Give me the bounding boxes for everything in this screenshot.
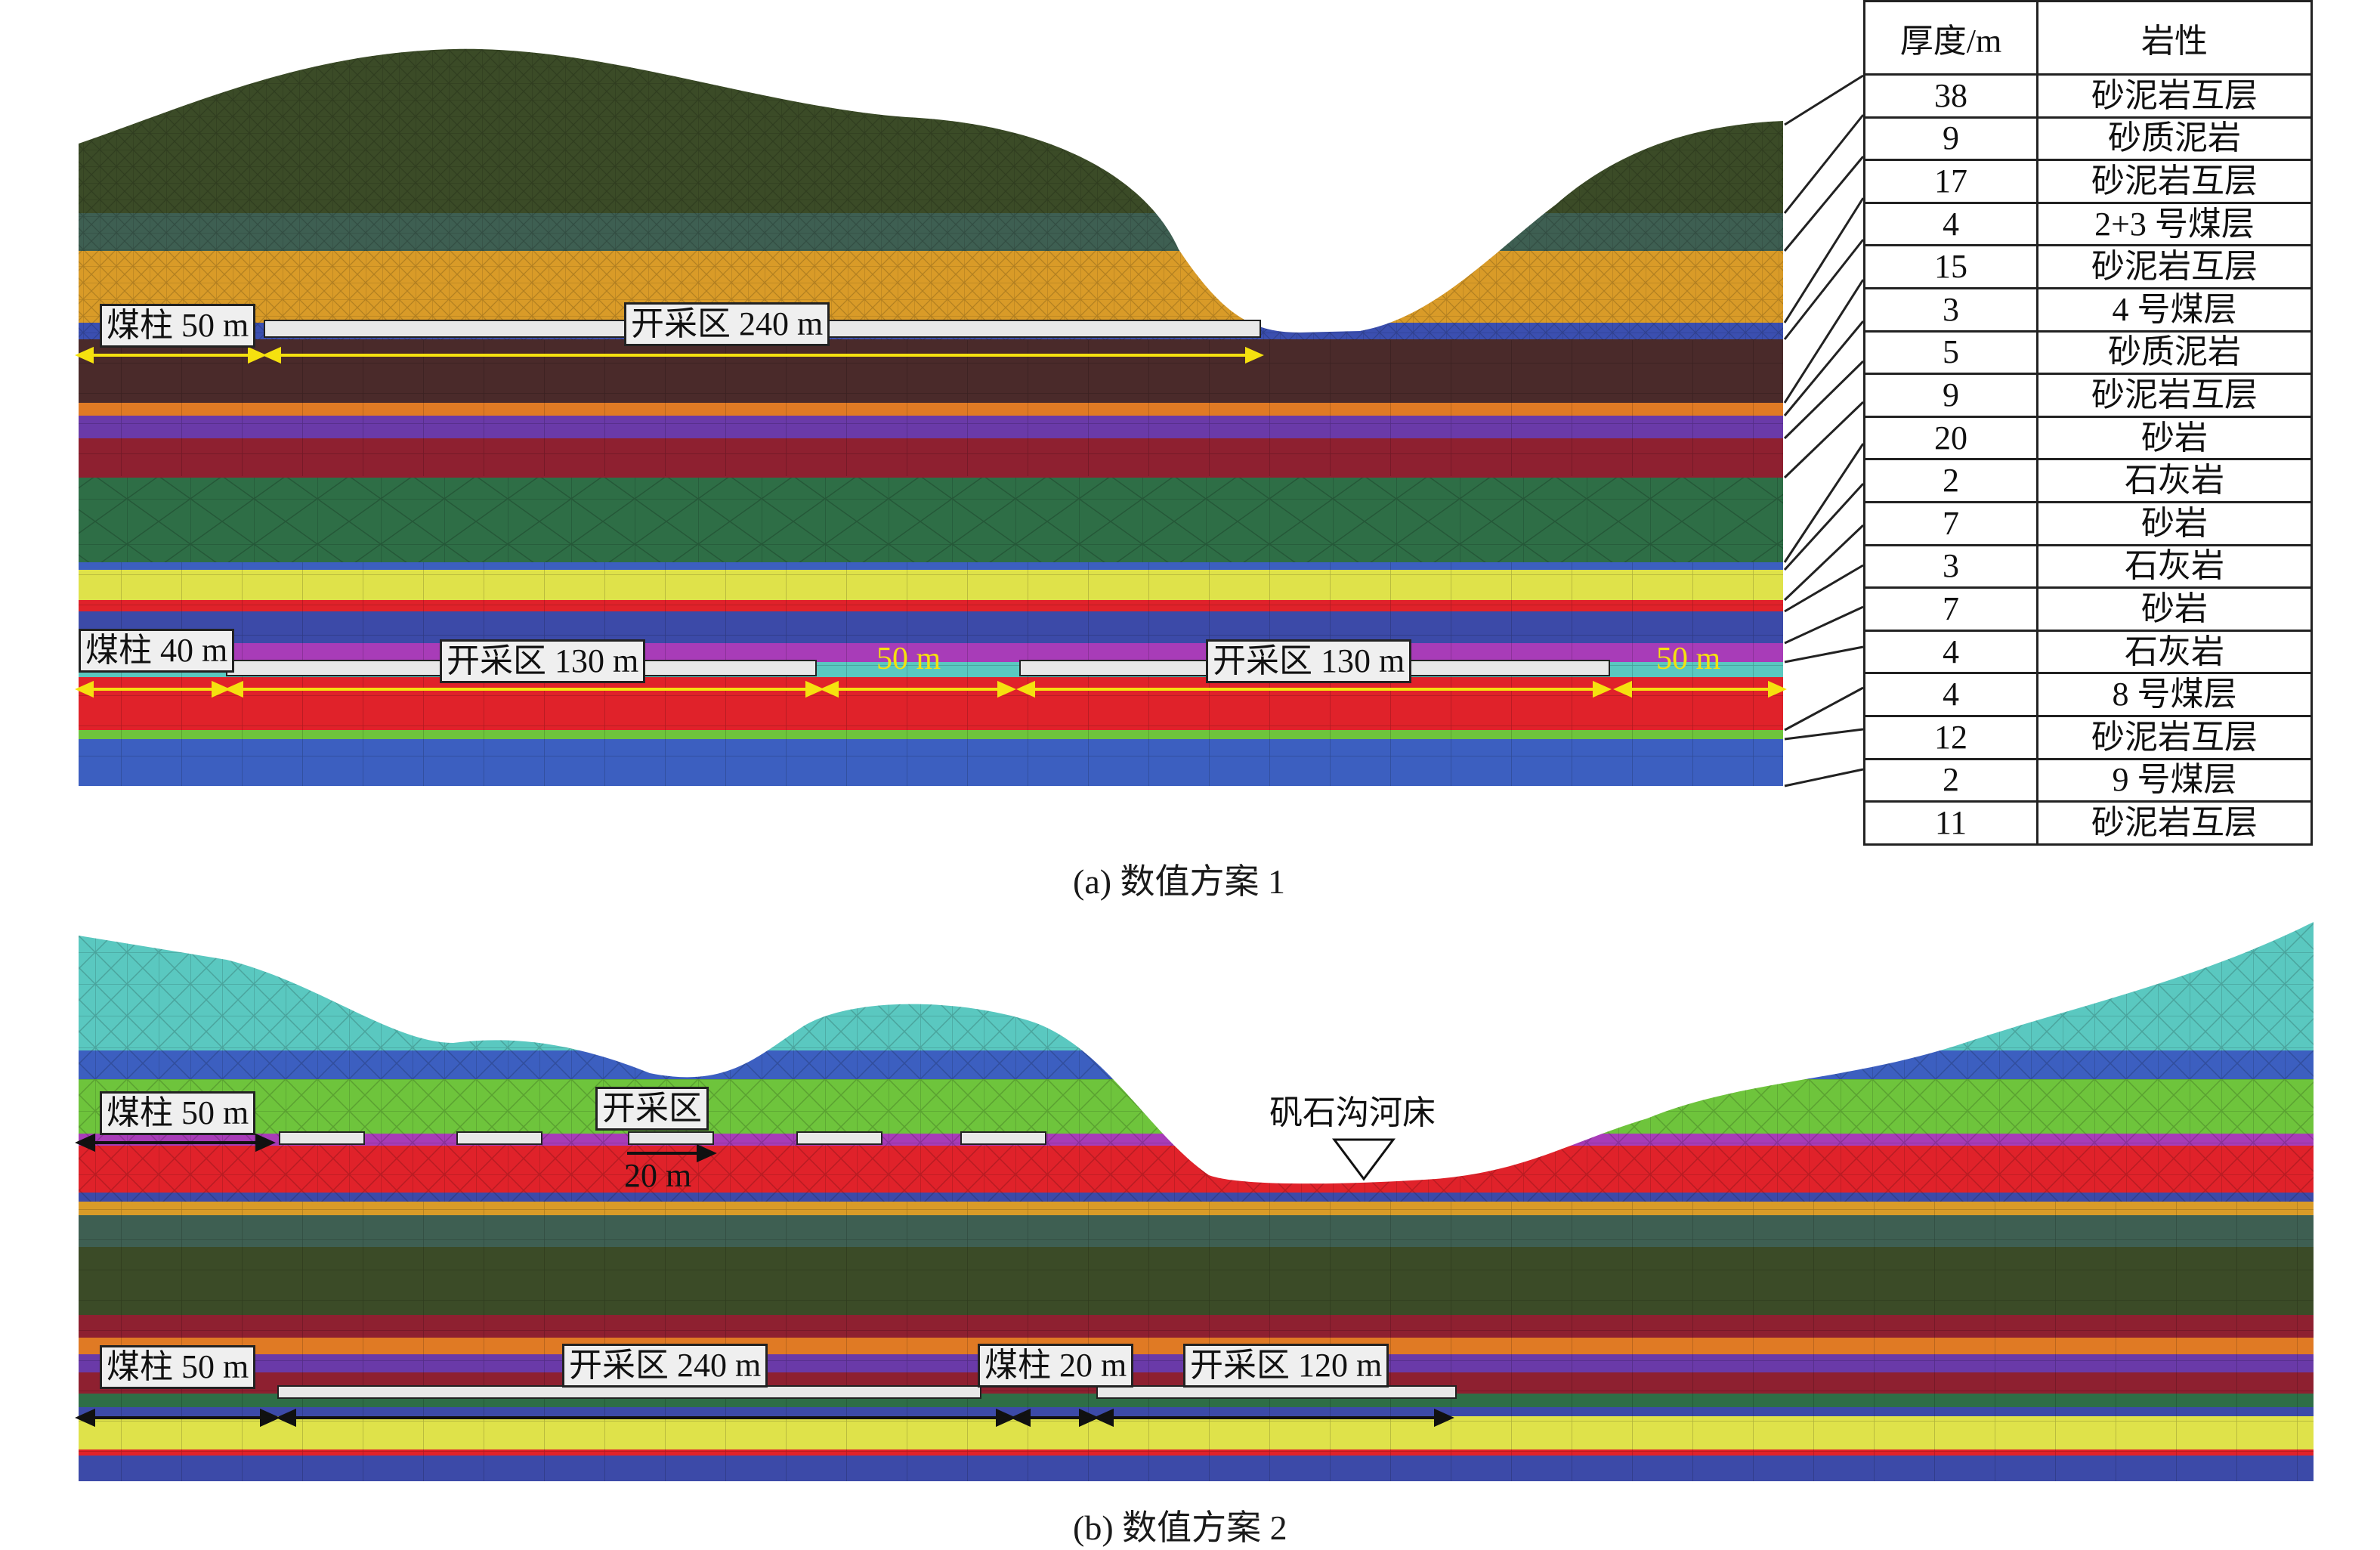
b-label-mining-1: 开采区 240 m xyxy=(562,1344,768,1388)
b-gob-top xyxy=(279,1131,1046,1145)
a-label-mining-2: 开采区 130 m xyxy=(1206,639,1412,683)
thickness-cell: 17 xyxy=(1863,159,2038,204)
a-label-pillar-top: 煤柱 50 m xyxy=(100,304,256,348)
thickness-cell: 3 xyxy=(1863,543,2038,589)
b-label-mining-2: 开采区 120 m xyxy=(1183,1344,1389,1388)
thickness-cell: 3 xyxy=(1863,286,2038,333)
a-label-gap-1: 50 m xyxy=(876,642,941,676)
thickness-cell: 12 xyxy=(1863,714,2038,760)
river-marker-icon xyxy=(1332,1138,1396,1181)
thickness-cell: 38 xyxy=(1863,73,2038,119)
a-label-mining-1: 开采区 130 m xyxy=(440,639,646,683)
thickness-cell: 9 xyxy=(1863,373,2038,418)
lithology-cell: 8 号煤层 xyxy=(2036,672,2313,717)
thickness-cell: 7 xyxy=(1863,586,2038,632)
thickness-cell: 4 xyxy=(1863,672,2038,717)
thickness-cell: 20 xyxy=(1863,415,2038,461)
lithology-cell: 砂岩 xyxy=(2036,500,2313,546)
lithology-cell: 砂岩 xyxy=(2036,586,2313,632)
table-header-row: 厚度/m 岩性 xyxy=(1863,0,2313,76)
lithology-cell: 砂岩 xyxy=(2036,415,2313,461)
lithology-cell: 砂泥岩互层 xyxy=(2036,714,2313,760)
lithology-cell: 砂质泥岩 xyxy=(2036,116,2313,162)
thickness-cell: 7 xyxy=(1863,500,2038,546)
lithology-cell: 砂泥岩互层 xyxy=(2036,373,2313,418)
b-label-pillar-bottom: 煤柱 50 m xyxy=(100,1345,256,1389)
thickness-cell: 2 xyxy=(1863,458,2038,503)
a-label-pillar-bottom: 煤柱 40 m xyxy=(79,629,235,673)
lithology-cell: 石灰岩 xyxy=(2036,458,2313,503)
a-label-mining-top: 开采区 240 m xyxy=(624,302,830,346)
thickness-cell: 4 xyxy=(1863,201,2038,247)
thickness-cell: 4 xyxy=(1863,629,2038,675)
lithology-cell: 石灰岩 xyxy=(2036,629,2313,675)
lithology-cell: 砂泥岩互层 xyxy=(2036,800,2313,846)
lithology-cell: 4 号煤层 xyxy=(2036,286,2313,333)
b-label-mining-top: 开采区 xyxy=(595,1087,709,1131)
a-arrows xyxy=(75,346,1787,698)
lithology-cell: 砂泥岩互层 xyxy=(2036,159,2313,204)
b-label-pillar-mid: 煤柱 20 m xyxy=(978,1344,1134,1388)
lithology-cell: 砂质泥岩 xyxy=(2036,329,2313,376)
table-header-thickness: 厚度/m xyxy=(1863,0,2038,76)
lithology-cell: 砂泥岩互层 xyxy=(2036,73,2313,119)
caption-panel-b: (b) 数值方案 2 xyxy=(1073,1508,1287,1547)
thickness-cell: 9 xyxy=(1863,116,2038,162)
b-gob-1 xyxy=(277,1385,981,1399)
thickness-cell: 15 xyxy=(1863,244,2038,289)
a-leader-lines xyxy=(1783,74,1865,787)
a-label-gap-2: 50 m xyxy=(1656,642,1721,676)
b-gob-2 xyxy=(1096,1385,1457,1399)
b-label-step: 20 m xyxy=(624,1157,692,1194)
thickness-cell: 2 xyxy=(1863,757,2038,803)
lithology-cell: 石灰岩 xyxy=(2036,543,2313,589)
b-label-river: 矾石沟河床 xyxy=(1269,1094,1436,1131)
b-label-pillar-top: 煤柱 50 m xyxy=(100,1091,256,1135)
table-header-lithology: 岩性 xyxy=(2036,0,2313,76)
lithology-cell: 砂泥岩互层 xyxy=(2036,244,2313,289)
lithology-cell: 9 号煤层 xyxy=(2036,757,2313,803)
b-arrows xyxy=(75,1133,1454,1428)
thickness-cell: 11 xyxy=(1863,800,2038,846)
thickness-cell: 5 xyxy=(1863,329,2038,376)
lithology-cell: 2+3 号煤层 xyxy=(2036,201,2313,247)
b-layer-1 xyxy=(79,922,2314,1050)
caption-panel-a: (a) 数值方案 1 xyxy=(1073,862,1286,901)
